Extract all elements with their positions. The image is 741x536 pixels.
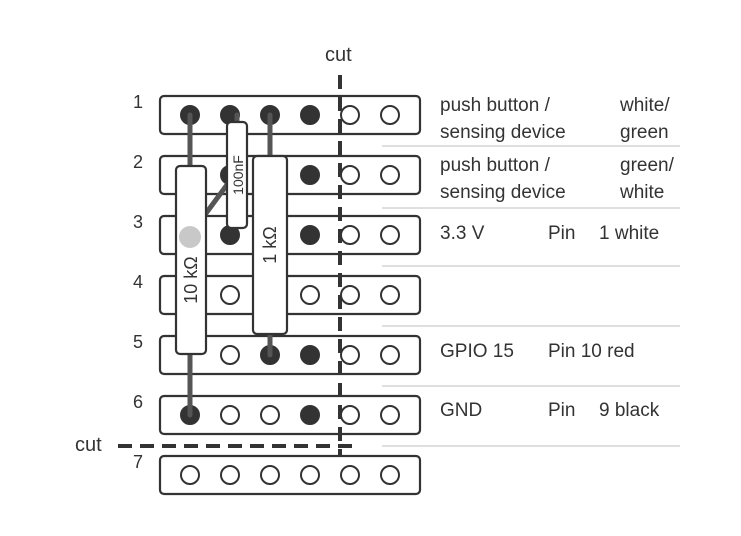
strip-7 bbox=[158, 454, 422, 496]
row-3-wire: 1 white bbox=[599, 223, 660, 244]
row-1-description: push button / bbox=[440, 95, 550, 116]
capacitor-body bbox=[225, 120, 249, 230]
hole bbox=[300, 225, 320, 245]
hole bbox=[300, 105, 320, 125]
component-leads bbox=[187, 112, 273, 418]
hole bbox=[380, 285, 400, 305]
hole bbox=[340, 345, 360, 365]
hole bbox=[340, 225, 360, 245]
row-number: 4 bbox=[133, 272, 144, 292]
hole bbox=[300, 285, 320, 305]
row-number: 6 bbox=[133, 392, 144, 412]
row-3-description: 3.3 V bbox=[440, 223, 485, 244]
row-separators bbox=[382, 145, 680, 447]
row-number: 3 bbox=[133, 212, 144, 232]
capacitor-label: 100nF bbox=[230, 155, 246, 195]
strip-5 bbox=[158, 334, 422, 376]
row-1-wire: white/ bbox=[620, 95, 670, 116]
holes bbox=[180, 105, 400, 485]
row-2-description: sensing device bbox=[440, 182, 566, 203]
row-1-description: sensing device bbox=[440, 122, 566, 143]
strip-3 bbox=[158, 214, 422, 256]
resistor-10k-body bbox=[174, 164, 208, 356]
hole bbox=[380, 165, 400, 185]
hole bbox=[220, 285, 240, 305]
hole bbox=[380, 405, 400, 425]
hole bbox=[380, 465, 400, 485]
strip-1 bbox=[158, 94, 422, 136]
hole bbox=[220, 345, 240, 365]
hole bbox=[340, 465, 360, 485]
resistor-1k-body bbox=[251, 154, 289, 336]
horizontal-cut-label: cut bbox=[75, 434, 102, 456]
resistor-10k-label: 10 kΩ bbox=[181, 256, 201, 303]
hole bbox=[260, 465, 280, 485]
strip-4 bbox=[158, 274, 422, 316]
row-2-description: push button / bbox=[440, 155, 550, 176]
hole bbox=[380, 225, 400, 245]
hole bbox=[300, 345, 320, 365]
row-number: 2 bbox=[133, 152, 144, 172]
hole bbox=[380, 345, 400, 365]
row-5-description: GPIO 15 bbox=[440, 341, 514, 362]
hole bbox=[300, 165, 320, 185]
hole bbox=[300, 405, 320, 425]
row-2-wire: green/ bbox=[620, 155, 674, 176]
hole bbox=[260, 405, 280, 425]
hole bbox=[340, 285, 360, 305]
hole bbox=[340, 405, 360, 425]
resistor-1k-label: 1 kΩ bbox=[260, 226, 280, 263]
row-number: 5 bbox=[133, 332, 144, 352]
vertical-cut-label: cut bbox=[325, 44, 352, 66]
strip-6 bbox=[158, 394, 422, 436]
row-6-description: GND bbox=[440, 400, 483, 421]
hole bbox=[220, 405, 240, 425]
row-6-wire: 9 black bbox=[599, 400, 660, 421]
hole bbox=[380, 105, 400, 125]
row-2-wire: white bbox=[620, 182, 665, 203]
hole bbox=[340, 165, 360, 185]
hole bbox=[220, 465, 240, 485]
row-1-wire: green bbox=[620, 122, 669, 143]
row-3-pin: Pin bbox=[548, 223, 576, 244]
hole bbox=[300, 465, 320, 485]
hole bbox=[340, 105, 360, 125]
row-number: 1 bbox=[133, 92, 144, 112]
row-5-pin: Pin 10 red bbox=[548, 341, 635, 362]
hole bbox=[180, 465, 200, 485]
solder-joint bbox=[179, 226, 201, 248]
row-number: 7 bbox=[133, 452, 144, 472]
row-6-pin: Pin bbox=[548, 400, 576, 421]
